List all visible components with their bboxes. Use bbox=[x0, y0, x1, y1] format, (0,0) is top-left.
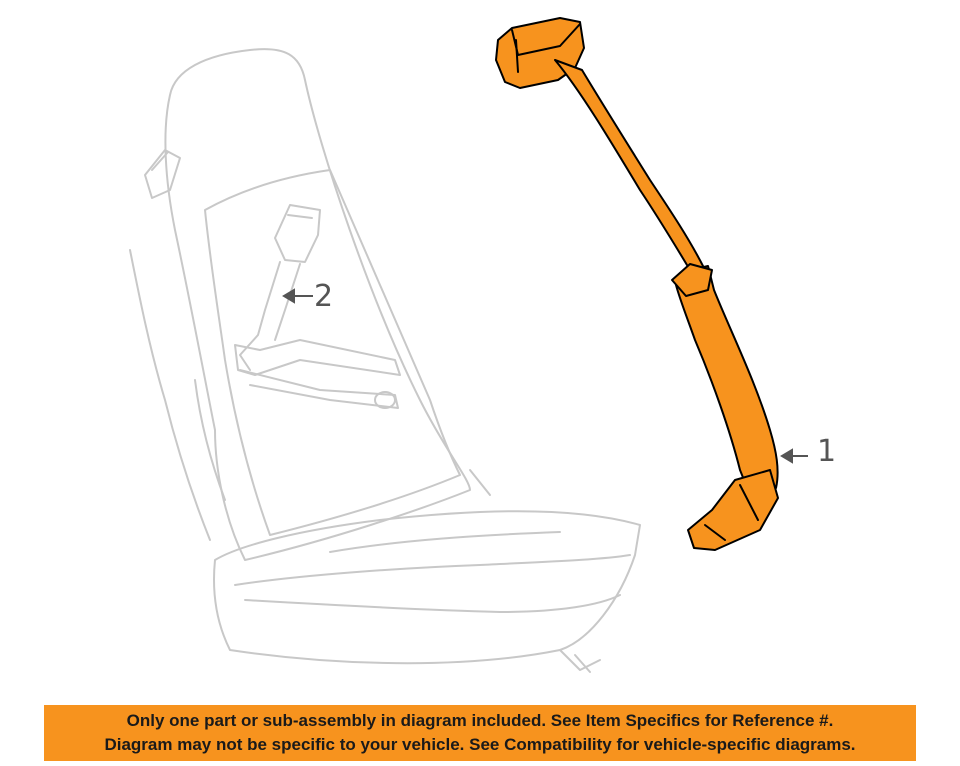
callout-2-leader bbox=[282, 288, 313, 304]
disclaimer-line-1: Only one part or sub-assembly in diagram… bbox=[126, 711, 834, 730]
parts-diagram bbox=[129, 17, 808, 673]
disclaimer-line-2: Diagram may not be specific to your vehi… bbox=[104, 735, 856, 754]
seat-belt-retractor-part bbox=[495, 17, 779, 551]
callout-2-label: 2 bbox=[314, 279, 334, 314]
seat-illustration bbox=[129, 48, 641, 673]
disclaimer-banner: Only one part or sub-assembly in diagram… bbox=[44, 705, 916, 761]
callout-1-leader bbox=[780, 448, 808, 464]
callout-1-label: 1 bbox=[817, 434, 837, 469]
